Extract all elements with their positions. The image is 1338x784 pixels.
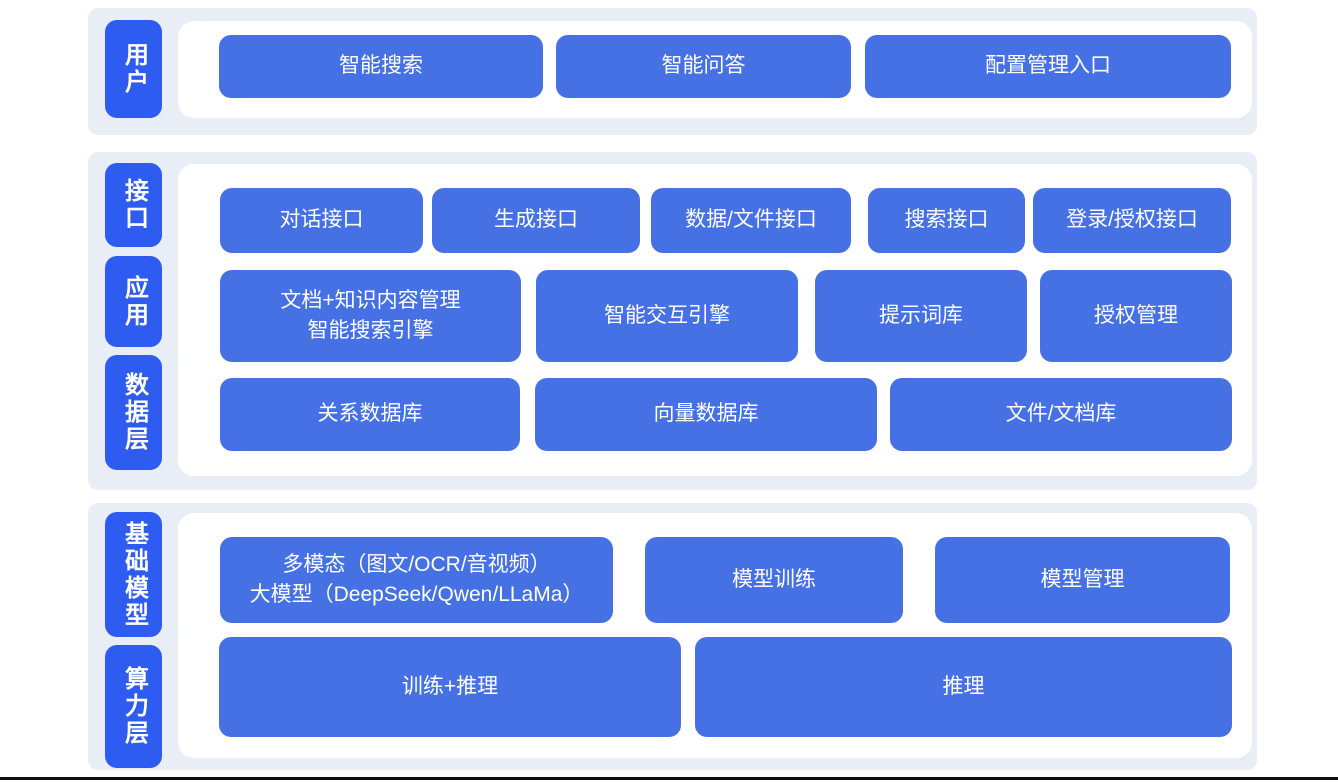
- node-search-api: 搜索接口: [868, 188, 1025, 253]
- node-prompt-library: 提示词库: [815, 270, 1027, 362]
- node-generation-api: 生成接口: [432, 188, 640, 253]
- bottom-divider: [0, 777, 1338, 780]
- layer-label-compute: 算力层: [105, 645, 162, 768]
- node-intelligent-qa: 智能问答: [556, 35, 851, 98]
- node-file-doc-store: 文件/文档库: [890, 378, 1232, 451]
- node-config-management-entry: 配置管理入口: [865, 35, 1231, 98]
- layer-label-data: 数据层: [105, 355, 162, 470]
- node-model-management: 模型管理: [935, 537, 1230, 623]
- layer-label-user: 用户: [105, 20, 162, 118]
- node-intelligent-search: 智能搜索: [219, 35, 543, 98]
- node-data-file-api: 数据/文件接口: [651, 188, 851, 253]
- node-training-inference: 训练+推理: [219, 637, 681, 737]
- node-authorization-management: 授权管理: [1040, 270, 1232, 362]
- layer-label-application: 应用: [105, 256, 162, 347]
- node-doc-knowledge-search-engine: 文档+知识内容管理 智能搜索引擎: [220, 270, 521, 362]
- layer-label-interface: 接口: [105, 163, 162, 247]
- node-dialog-api: 对话接口: [220, 188, 423, 253]
- node-multimodal-llm: 多模态（图文/OCR/音视频） 大模型（DeepSeek/Qwen/LLaMa）: [220, 537, 613, 623]
- node-inference: 推理: [695, 637, 1232, 737]
- node-vector-db: 向量数据库: [535, 378, 877, 451]
- node-relational-db: 关系数据库: [220, 378, 520, 451]
- node-intelligent-interaction-engine: 智能交互引擎: [536, 270, 798, 362]
- node-login-auth-api: 登录/授权接口: [1033, 188, 1231, 253]
- node-model-training: 模型训练: [645, 537, 903, 623]
- layer-label-foundation-model: 基础模型: [105, 512, 162, 637]
